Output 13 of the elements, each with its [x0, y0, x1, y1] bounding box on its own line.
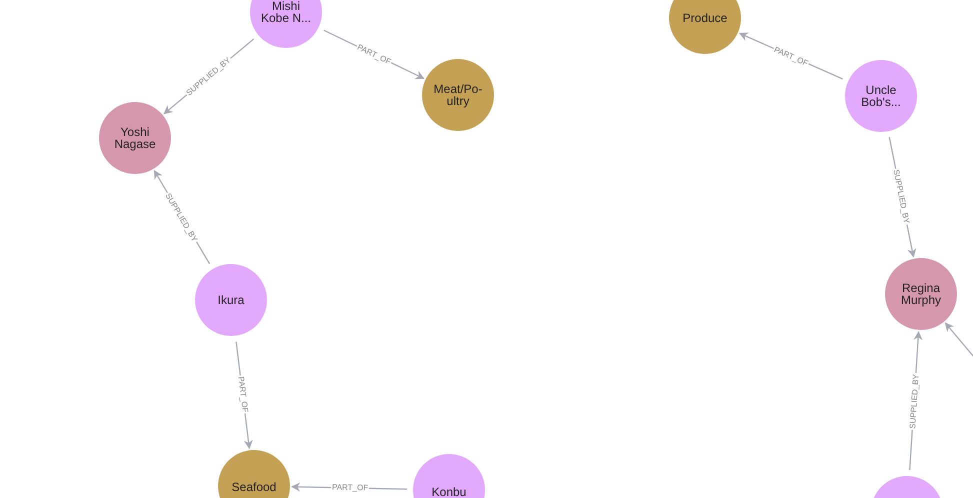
graph-node [669, 0, 741, 54]
node-label: Seafood [230, 481, 278, 493]
edge-label: PART_OF [330, 483, 369, 493]
node-label: Regina Murphy [900, 282, 942, 306]
node-label: Meat/Po- ultry [432, 83, 484, 107]
edge-label: PART_OF [236, 376, 250, 414]
node-label: Produce [682, 12, 728, 24]
node-label: Uncle Bob's... [860, 84, 902, 108]
node-label: Yoshi Nagase [113, 126, 157, 150]
node-label: Ikura [216, 294, 246, 306]
node-label: Mishi Kobe N... [260, 0, 312, 24]
node-label: Konbu [430, 486, 468, 498]
edge-label: SUPPLIED_BY [908, 372, 920, 430]
